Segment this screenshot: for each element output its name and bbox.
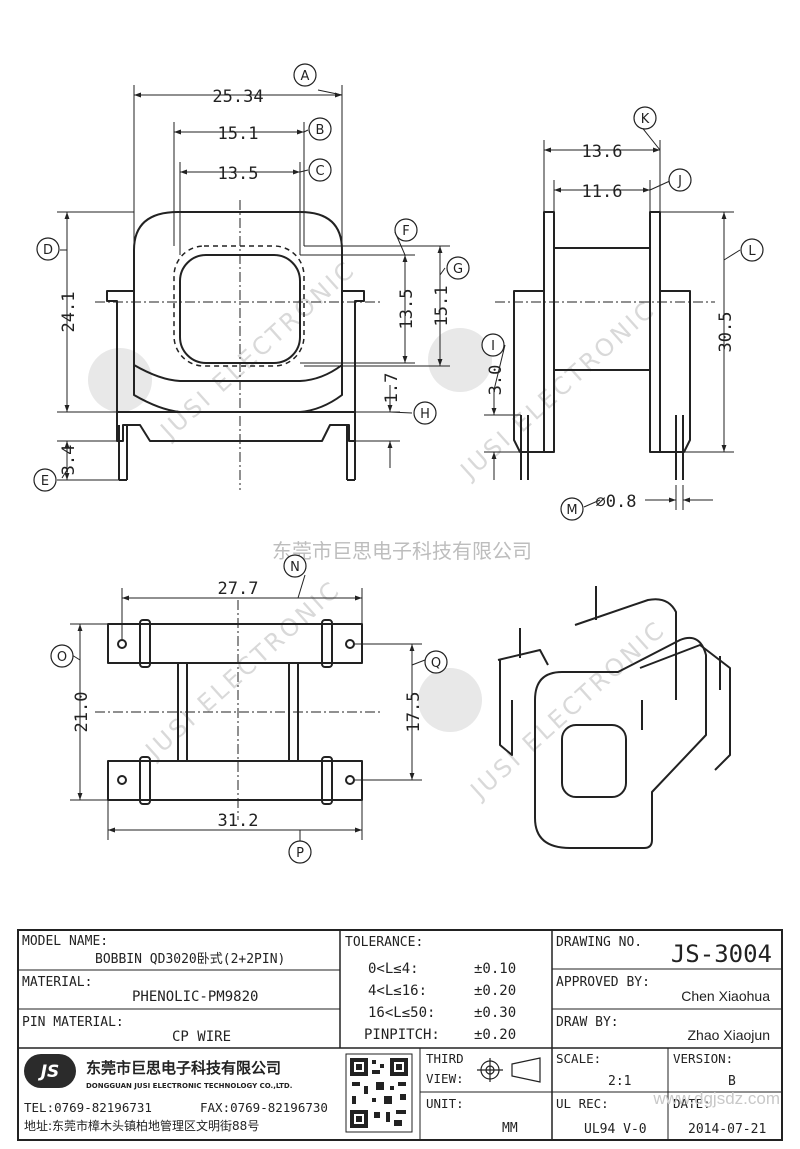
watermark: JUSI ELECTRONIC JUSI ELECTRONIC JUSI ELE… [88, 255, 671, 806]
title-block: MODEL NAME: BOBBIN QD3020卧式(2+2PIN) MATE… [17, 929, 783, 1141]
dim-value-h: 1.7 [382, 373, 402, 404]
watermark-brand-3: JUSI ELECTRONIC [139, 575, 347, 766]
tolerance-value-3: ±0.30 [474, 1005, 516, 1021]
dim-value-m: ⌀0.8 [596, 492, 637, 512]
drawing-no-value: JS-3004 [671, 940, 772, 968]
dim-label-b: B [316, 123, 325, 138]
dim-label-m: M [566, 503, 577, 518]
dim-label-q: Q [431, 656, 441, 671]
dim-value-g: 15.1 [432, 286, 452, 327]
dim-label-h: H [420, 407, 430, 422]
dim-value-k: 13.6 [582, 142, 623, 162]
dim-value-a: 25.34 [212, 87, 263, 107]
dim-label-a: A [301, 69, 310, 84]
dim-value-d: 24.1 [59, 292, 79, 333]
dim-value-l: 30.5 [716, 312, 736, 353]
dim-label-p: P [296, 846, 304, 861]
third-view-label-2: VIEW: [426, 1071, 464, 1086]
dim-value-i: 3.0 [486, 365, 506, 396]
company-name-en: DONGGUAN JUSI ELECTRONIC TECHNOLOGY CO.,… [86, 1082, 292, 1090]
date-label: DATE: [673, 1096, 711, 1111]
version-label: VERSION: [673, 1051, 733, 1066]
pin-material-value: CP WIRE [172, 1029, 231, 1045]
front-view [95, 200, 380, 490]
ul-rec-label: UL REC: [556, 1096, 609, 1111]
scale-value: 2:1 [608, 1074, 631, 1089]
dim-label-f: F [402, 224, 409, 239]
dim-label-d: D [43, 243, 53, 258]
drawing-no-label: DRAWING NO. [556, 935, 642, 950]
dim-value-j: 11.6 [582, 182, 623, 202]
tolerance-label: TOLERANCE: [345, 935, 423, 950]
ul-rec-value: UL94 V-0 [584, 1122, 647, 1137]
dim-label-g: G [453, 262, 463, 277]
draw-by-label: DRAW BY: [556, 1015, 619, 1030]
date-value: 2014-07-21 [688, 1122, 766, 1137]
company-logo-icon [24, 1054, 76, 1088]
watermark-brand-1: JUSI ELECTRONIC [154, 255, 362, 446]
approved-by-value: Chen Xiaohua [681, 988, 770, 1004]
company-name-cn: 东莞市巨思电子科技有限公司 [86, 1059, 281, 1077]
dim-label-k: K [641, 112, 650, 127]
watermark-logo-icon [88, 348, 152, 412]
dim-value-c: 13.5 [218, 164, 259, 184]
dim-value-b: 15.1 [218, 124, 259, 144]
tolerance-range-2: 4<L≤16: [368, 983, 427, 999]
dim-label-n: N [290, 560, 300, 575]
dim-label-c: C [315, 164, 324, 179]
version-value: B [728, 1074, 736, 1089]
side-view [495, 211, 715, 480]
bottom-view [95, 600, 380, 820]
tolerance-range-1: 0<L≤4: [368, 961, 419, 977]
tolerance-range-3: 16<L≤50: [368, 1005, 435, 1021]
material-value: PHENOLIC-PM9820 [132, 989, 258, 1005]
scale-label: SCALE: [556, 1051, 601, 1066]
dim-value-f: 13.5 [397, 289, 417, 330]
watermark-logo-icon [428, 328, 492, 392]
company-logo-text: JS [38, 1062, 60, 1082]
company-fax: FAX:0769-82196730 [200, 1100, 328, 1115]
dim-label-i: I [491, 339, 495, 354]
watermark-company: 东莞市巨思电子科技有限公司 [272, 539, 532, 563]
approved-by-label: APPROVED BY: [556, 975, 650, 990]
dim-value-q: 17.5 [404, 692, 424, 733]
unit-value: MM [502, 1121, 518, 1136]
pin-pitch-label: PINPITCH: [364, 1027, 440, 1043]
watermark-brand-4: JUSI ELECTRONIC [464, 615, 672, 806]
company-address: 地址:东莞市樟木头镇柏地管理区文明街88号 [24, 1118, 259, 1133]
tolerance-value-2: ±0.20 [474, 983, 516, 999]
watermark-brand-2: JUSI ELECTRONIC [454, 295, 662, 486]
dim-value-e: 3.4 [59, 445, 79, 476]
dim-label-l: L [748, 244, 756, 259]
qr-code-icon [345, 1053, 413, 1133]
pin-material-label: PIN MATERIAL: [22, 1015, 124, 1030]
material-label: MATERIAL: [22, 975, 92, 990]
isometric-view [497, 586, 731, 849]
draw-by-value: Zhao Xiaojun [687, 1027, 770, 1043]
dim-value-o: 21.0 [72, 692, 92, 733]
website-watermark: www.dgjsdz.com [652, 1089, 780, 1108]
projection-symbol-icon [477, 1057, 541, 1083]
model-name-label: MODEL NAME: [22, 934, 108, 949]
dim-label-j: J [677, 174, 682, 189]
dim-value-n: 27.7 [218, 579, 259, 599]
unit-label: UNIT: [426, 1096, 464, 1111]
dim-label-o: O [57, 650, 67, 665]
dim-label-e: E [41, 474, 49, 489]
tolerance-value-1: ±0.10 [474, 961, 516, 977]
company-tel: TEL:0769-82196731 [24, 1100, 152, 1115]
pin-pitch-value: ±0.20 [474, 1027, 516, 1043]
watermark-logo-icon [418, 668, 482, 732]
model-name-value: BOBBIN QD3020卧式(2+2PIN) [95, 952, 285, 967]
dim-value-p: 31.2 [218, 811, 259, 831]
third-view-label: THIRD [426, 1051, 464, 1066]
